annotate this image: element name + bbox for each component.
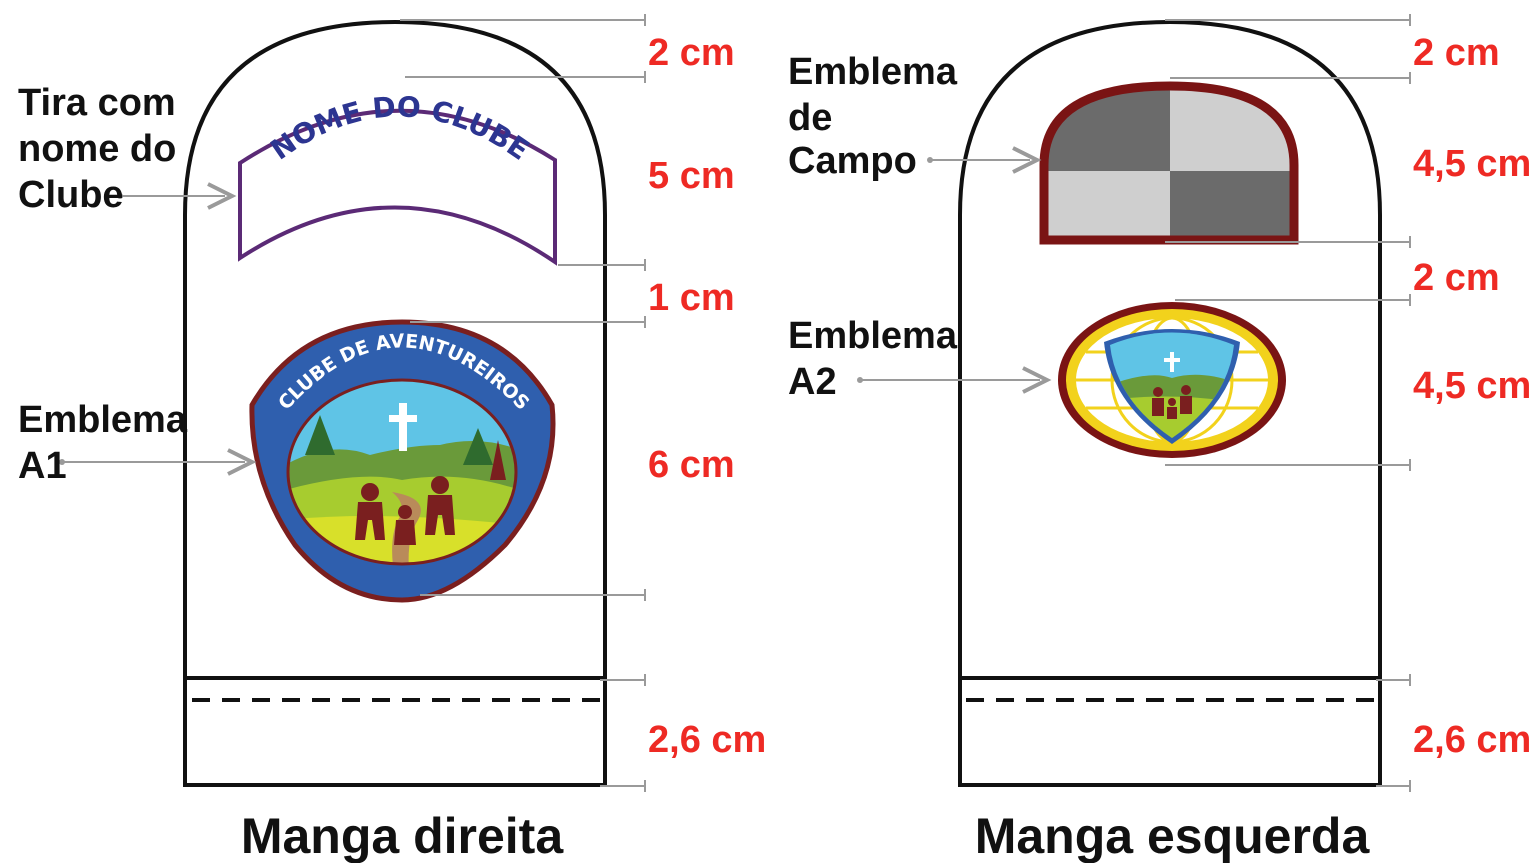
emblem-a1-badge: CLUBE DE AVENTUREIROS [249, 319, 556, 603]
a2-pointer-arrow [857, 366, 1052, 394]
field-emblem-label: Emblema de Campo [788, 51, 968, 182]
emblem-a2-badge [1058, 302, 1286, 458]
left-sleeve-outline [958, 19, 1382, 787]
right-dim-top-margin: 2 cm [648, 32, 735, 74]
a1-pointer-arrow [59, 448, 257, 476]
left-sleeve-guide-lines [1165, 14, 1411, 792]
right-sleeve-outline [183, 19, 607, 787]
right-dim-hem: 2,6 cm [648, 719, 766, 761]
left-dim-top-margin: 2 cm [1413, 32, 1500, 74]
field-emblem [1039, 81, 1299, 245]
right-dim-gap: 1 cm [648, 277, 735, 319]
a2-cross-icon [1164, 352, 1180, 372]
right-dim-strip-height: 5 cm [648, 155, 735, 197]
emblem-a1-label: Emblema A1 [18, 399, 198, 487]
right-sleeve: NOME DO CLUBE [18, 14, 766, 863]
left-sleeve: Emblema de Campo Emblema A2 2 cm 4,5 cm … [788, 14, 1531, 863]
left-sleeve-title: Manga esquerda [975, 808, 1371, 863]
left-dim-hem: 2,6 cm [1413, 719, 1531, 761]
left-dim-a2-height: 4,5 cm [1413, 365, 1531, 407]
strip-label: Tira com nome do Clube [18, 82, 187, 216]
right-sleeve-title: Manga direita [241, 808, 564, 863]
tree-icon [305, 415, 335, 455]
right-sleeve-guide-lines [400, 14, 646, 792]
emblem-a2-label: Emblema A2 [788, 315, 968, 403]
club-name-strip: NOME DO CLUBE [238, 90, 557, 266]
left-dim-gap: 2 cm [1413, 257, 1500, 299]
strip-pointer-arrow [117, 182, 237, 210]
right-dim-a1-height: 6 cm [648, 444, 735, 486]
cross-icon [389, 403, 417, 451]
family-figures-icon [355, 476, 455, 545]
left-dim-field-height: 4,5 cm [1413, 143, 1531, 185]
field-pointer-arrow [927, 146, 1042, 174]
